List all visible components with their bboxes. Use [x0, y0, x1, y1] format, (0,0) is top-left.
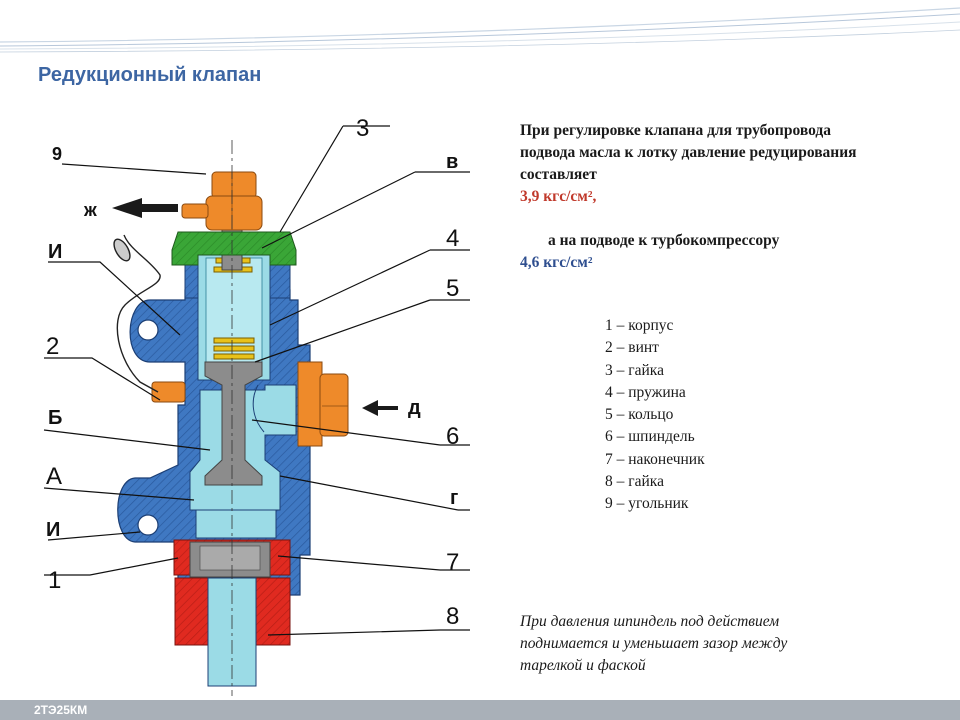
footer-bar	[0, 700, 960, 720]
leader-lines	[43, 125, 470, 636]
legend-item: 1 – корпус	[605, 317, 674, 334]
callout-zh: ж	[83, 200, 97, 220]
description-line: При регулировке клапана для трубопровода	[520, 122, 832, 139]
valve-cross-section-diagram: 9 3 в ж И 4 5 2 д Б 6 А г И 7 1 8	[43, 115, 470, 696]
legend-item: 4 – пружина	[605, 383, 686, 401]
callout-i-upper: И	[48, 241, 62, 263]
top-nut	[171, 231, 297, 266]
description-line: подвода масла к лотку давление редуциров…	[520, 144, 857, 161]
callout-3: 3	[356, 115, 369, 142]
callout-b: Б	[48, 407, 62, 429]
callout-9: 9	[52, 144, 62, 164]
callout-1: 1	[48, 567, 61, 594]
callout-v: в	[446, 151, 458, 173]
callout-5: 5	[446, 275, 459, 302]
legend-item: 3 – гайка	[605, 361, 664, 379]
operation-note: При давления шпиндель под действием подн…	[520, 611, 880, 677]
callout-6: 6	[446, 423, 459, 450]
callout-8: 8	[446, 603, 459, 630]
callout-2: 2	[46, 333, 59, 360]
header-wave-decoration	[0, 7, 960, 53]
description-line: составляет	[520, 166, 597, 183]
inlet-fitting	[297, 361, 349, 447]
legend-item: 6 – шпиндель	[605, 428, 695, 446]
legend-item: 2 – винт	[605, 339, 659, 357]
callout-a: А	[46, 463, 62, 490]
mount-hole-lower	[137, 514, 159, 536]
angle-fitting	[181, 171, 263, 231]
note-line: тарелкой и фаской	[520, 657, 646, 674]
note-line: поднимается и уменьшает зазор между	[520, 635, 788, 652]
description-line: а на подводе к турбокомпрессору	[548, 232, 780, 249]
note-line: При давления шпиндель под действием	[520, 613, 780, 630]
callout-g: г	[450, 487, 458, 509]
legend-item: 7 – наконечник	[605, 450, 705, 468]
callout-7: 7	[446, 549, 459, 576]
description-block: При регулировке клапана для трубопровода…	[520, 120, 940, 274]
flow-arrows	[112, 198, 398, 416]
footer-model-code: 2ТЭ25КМ	[34, 703, 88, 717]
tip	[173, 539, 291, 578]
legend-item: 9 – угольник	[605, 495, 689, 513]
legend-item: 5 – кольцо	[605, 406, 674, 424]
callout-i-lower: И	[46, 519, 60, 541]
callout-4: 4	[446, 225, 459, 252]
pressure-value-tray: 3,9 кгс/см²,	[520, 188, 597, 205]
callout-d: д	[408, 397, 421, 419]
legend-item: 8 – гайка	[605, 473, 664, 491]
parts-legend: 1 – корпус 2 – винт 3 – гайка 4 – пружин…	[605, 315, 705, 516]
mount-hole-upper	[137, 319, 159, 341]
sensor-wire	[113, 234, 161, 393]
side-screw	[151, 381, 186, 403]
pressure-value-turbo: 4,6 кгс/см²	[520, 254, 593, 271]
slide-title: Редукционный клапан	[38, 64, 262, 86]
